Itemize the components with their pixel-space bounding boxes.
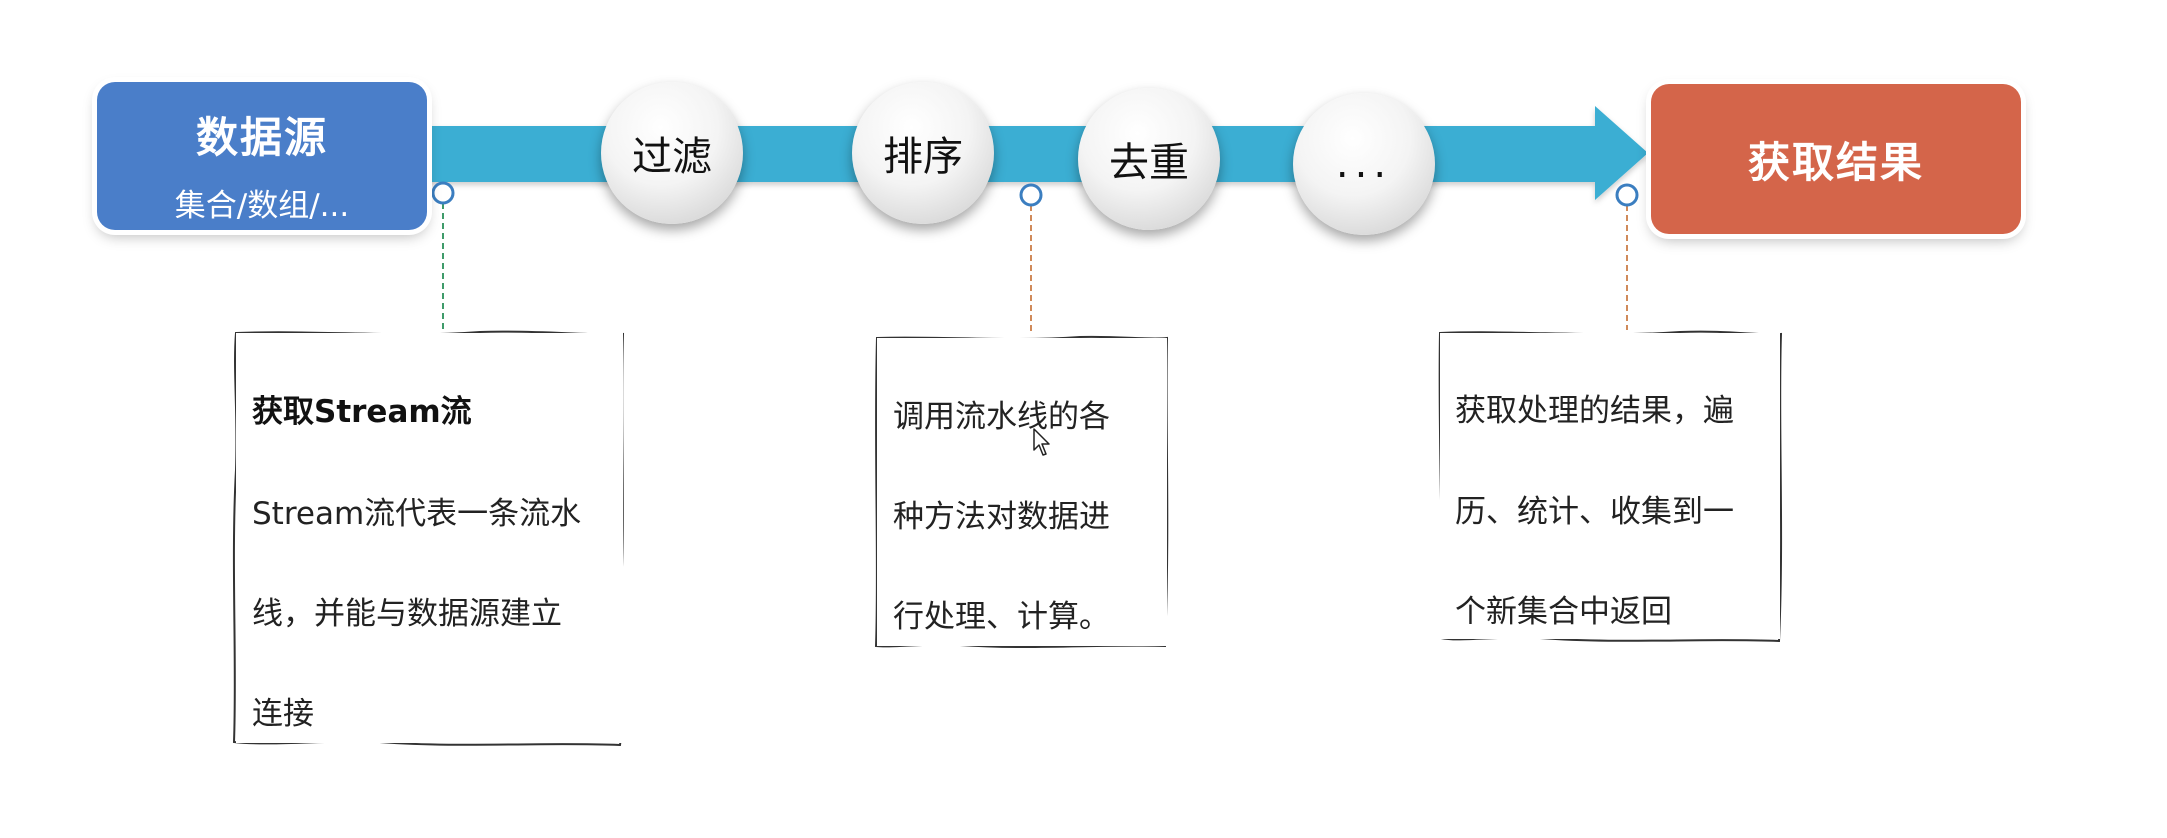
data-source-title: 数据源 — [195, 113, 328, 162]
note-result-line-1: 获取处理的结果，遍 — [1455, 393, 1734, 429]
note-source-line-2: 线，并能与数据源建立 — [252, 596, 562, 632]
note-source-line-3: 连接 — [252, 696, 314, 732]
note-result-line-3: 个新集合中返回 — [1455, 594, 1672, 630]
connector-node-result — [1615, 183, 1639, 207]
note-card-result: 获取处理的结果，遍 历、统计、收集到一 个新集合中返回 — [1440, 333, 1780, 639]
step-sort: 排序 — [852, 82, 994, 224]
note-process-line-1: 调用流水线的各 — [893, 399, 1110, 435]
note-process-line-3: 行处理、计算。 — [893, 599, 1110, 635]
get-result-box: 获取结果 — [1651, 84, 2021, 234]
connector-node-process — [1019, 183, 1043, 207]
connector-node-source — [431, 181, 455, 205]
step-distinct: 去重 — [1078, 88, 1220, 230]
step-filter: 过滤 — [601, 82, 743, 224]
note-result-line-2: 历、统计、收集到一 — [1455, 494, 1734, 530]
data-source-box: 数据源 集合/数组/... — [97, 82, 427, 230]
step-more: ... — [1293, 93, 1435, 235]
mouse-cursor-icon — [1033, 428, 1050, 456]
note-source-heading: 获取Stream流 — [252, 394, 472, 430]
note-card-source: 获取Stream流 Stream流代表一条流水 线，并能与数据源建立 连接 — [236, 333, 623, 743]
note-source-line-1: Stream流代表一条流水 — [252, 496, 582, 532]
note-card-process: 调用流水线的各 种方法对数据进 行处理、计算。 — [877, 338, 1167, 646]
note-process-line-2: 种方法对数据进 — [893, 499, 1110, 535]
data-source-subtitle: 集合/数组/... — [174, 188, 350, 224]
